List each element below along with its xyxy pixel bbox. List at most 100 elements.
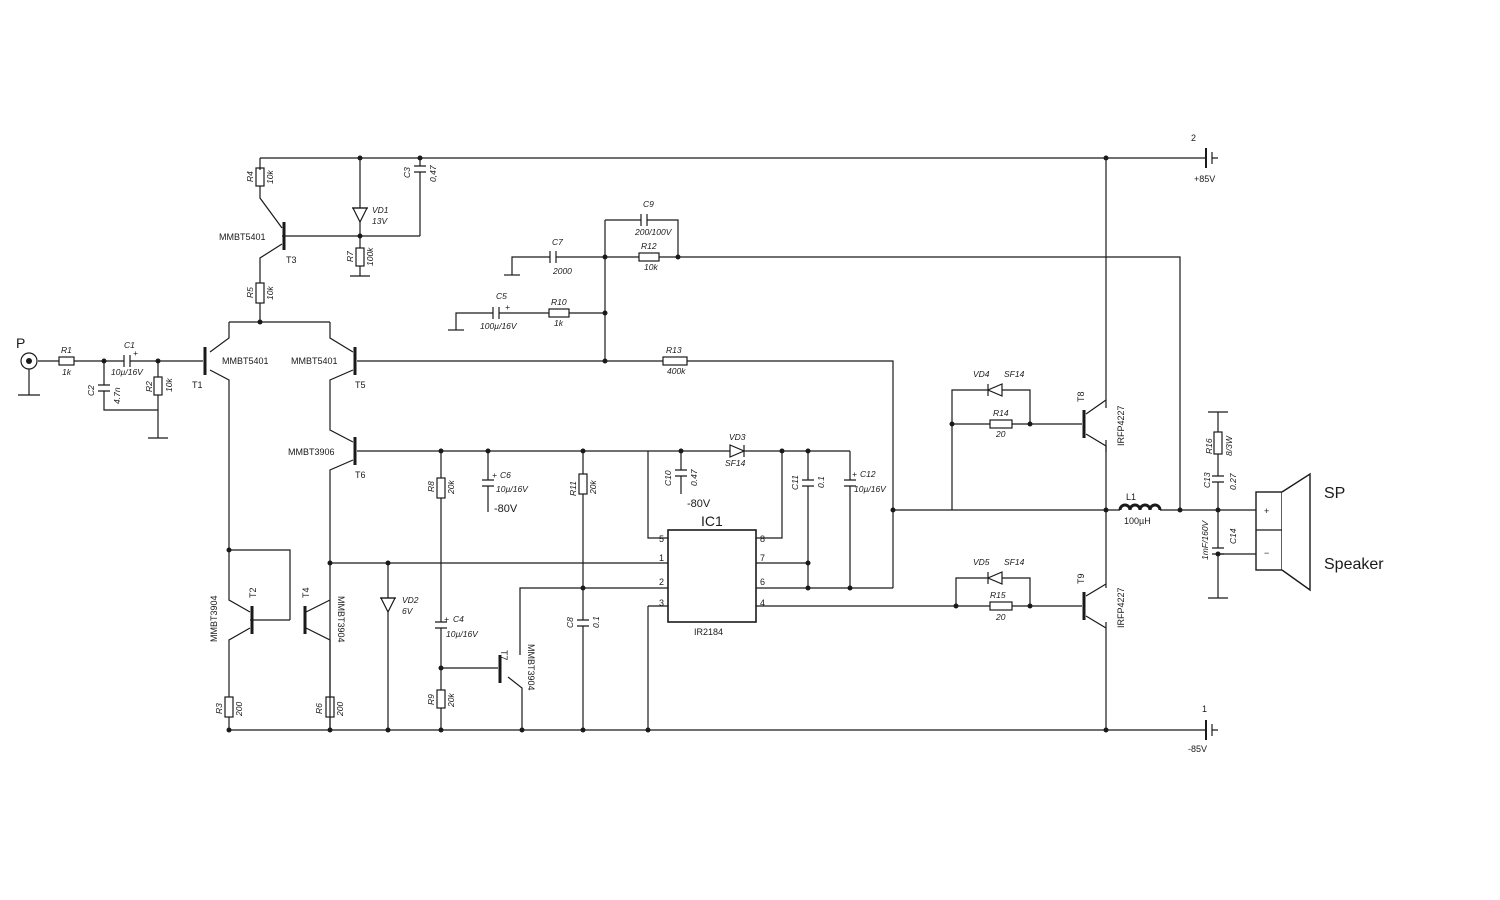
capacitor-C3 [414, 165, 426, 173]
ic-pin-1: 1 [659, 553, 664, 563]
resistor-R5 [255, 282, 265, 304]
resistor-R1 [58, 356, 75, 366]
c5-ref: C5 [496, 291, 507, 301]
junction-dots [101, 155, 1221, 733]
vd5-ref: VD5 [973, 557, 990, 567]
ground-symbols [148, 274, 1228, 599]
transistors: MMBT5401 T3 MMBT5401 T1 MMBT5401 T5 MMBT… [192, 222, 1126, 691]
c11-value: 0.1 [816, 476, 826, 488]
c5-value: 100µ/16V [480, 321, 518, 331]
c7-ref: C7 [552, 237, 563, 247]
zener-VD2 [380, 597, 396, 614]
c9-value: 200/100V [634, 227, 673, 237]
r6-value: 200 [335, 702, 345, 717]
c12-value: 10µ/16V [854, 484, 887, 494]
capacitor-C4 [435, 621, 447, 629]
ic-pin-3: 3 [659, 598, 664, 608]
ic-pin-4: 4 [760, 598, 765, 608]
t8-type: IRFP4227 [1116, 405, 1126, 446]
capacitor-C13 [1212, 475, 1224, 483]
capacitor-C12 [844, 479, 856, 487]
t4-ref: T4 [301, 587, 311, 598]
r2-value: 10k [164, 378, 174, 392]
r16-value: 8/3W [1224, 435, 1234, 456]
supply-terminals: 2 +85V 1 -85V [1188, 133, 1215, 754]
r5-value: 10k [265, 286, 275, 300]
r2-ref: R2 [144, 381, 154, 392]
c10-ref: C10 [663, 470, 673, 486]
vd1-ref: VD1 [372, 205, 389, 215]
diode-VD5 [986, 571, 1003, 585]
resistor-R15 [989, 601, 1013, 611]
c3-ref: C3 [402, 167, 412, 178]
speaker: + − SP Speaker [1255, 472, 1384, 592]
c8-ref: C8 [565, 617, 575, 628]
c2-value: 4.7n [112, 387, 122, 404]
r7-ref: R7 [345, 251, 355, 262]
capacitor-C1 [123, 355, 131, 367]
t3-ref: T3 [286, 255, 297, 265]
svg-text:+: + [444, 614, 449, 624]
r9-value: 20k [446, 693, 456, 708]
vd3-ref: VD3 [729, 432, 746, 442]
r14-value: 20 [995, 429, 1006, 439]
resistors: R1 1k R2 10k R3 200 R4 10k R5 10k R6 200… [58, 167, 1234, 718]
t2-ref: T2 [248, 587, 258, 598]
ic-ref: IC1 [701, 513, 723, 529]
l1-ref: L1 [1126, 492, 1136, 502]
diodes: VD1 13V VD2 6V VD3 SF14 VD4 SF14 VD5 SF1… [352, 205, 1025, 616]
capacitor-C6 [482, 479, 494, 487]
c1-value: 10µ/16V [111, 367, 144, 377]
svg-text:+: + [492, 470, 497, 480]
c1-ref: C1 [124, 340, 135, 350]
input-label: P [16, 335, 25, 351]
ic-pin-6: 6 [760, 577, 765, 587]
ic-IR2184: IC1 IR2184 1 2 3 4 5 6 7 8 [659, 513, 765, 637]
svg-text:+: + [133, 348, 138, 358]
l1-value: 100µH [1124, 516, 1151, 526]
capacitor-C2 [98, 384, 110, 392]
t7-type: MMBT3904 [526, 644, 536, 691]
svg-text:+: + [505, 302, 510, 312]
t1-type: MMBT5401 [222, 356, 269, 366]
c10-value: 0.47 [689, 469, 699, 486]
c12-ref: C12 [860, 469, 876, 479]
vd5-value: SF14 [1004, 557, 1025, 567]
c6-value: 10µ/16V [496, 484, 529, 494]
capacitors: C1 + 10µ/16V C2 4.7n C3 0,47 + C4 10µ/16… [86, 165, 1238, 639]
capacitor-C7 [549, 251, 557, 263]
r7-value: 100k [365, 247, 375, 266]
r10-value: 1k [554, 318, 564, 328]
resistor-R9 [436, 689, 446, 709]
wires [38, 157, 1260, 731]
r12-ref: R12 [641, 241, 657, 251]
c7-value: 2000 [552, 266, 572, 276]
r8-value: 20k [446, 480, 456, 495]
resistor-R7 [355, 247, 365, 267]
t1-ref: T1 [192, 380, 203, 390]
t3-type: MMBT5401 [219, 232, 266, 242]
resistor-R12 [638, 252, 660, 262]
inductor-L1: L1 100µH [1118, 492, 1162, 526]
c6-ref: C6 [500, 470, 511, 480]
c11-ref: C11 [790, 475, 800, 490]
speaker-ref: SP [1324, 485, 1345, 502]
vd1-value: 13V [372, 216, 388, 226]
t4-type: MMBT3904 [336, 596, 346, 643]
t8-ref: T8 [1076, 391, 1086, 402]
c2-ref: C2 [86, 385, 96, 396]
resistor-R16 [1213, 431, 1223, 455]
bias-label-c6: -80V [494, 503, 518, 515]
t2-type: MMBT3904 [209, 595, 219, 642]
resistor-R2 [153, 376, 163, 396]
resistor-R14 [989, 419, 1013, 429]
pos-label: +85V [1194, 174, 1215, 184]
resistor-R10 [548, 308, 570, 318]
r5-ref: R5 [245, 287, 255, 298]
neg-node: 1 [1202, 704, 1207, 714]
c4-ref: C4 [453, 614, 464, 624]
vd2-value: 6V [402, 606, 414, 616]
vd3-value: SF14 [725, 458, 746, 468]
c14-value: 1mF/160V [1200, 519, 1210, 560]
